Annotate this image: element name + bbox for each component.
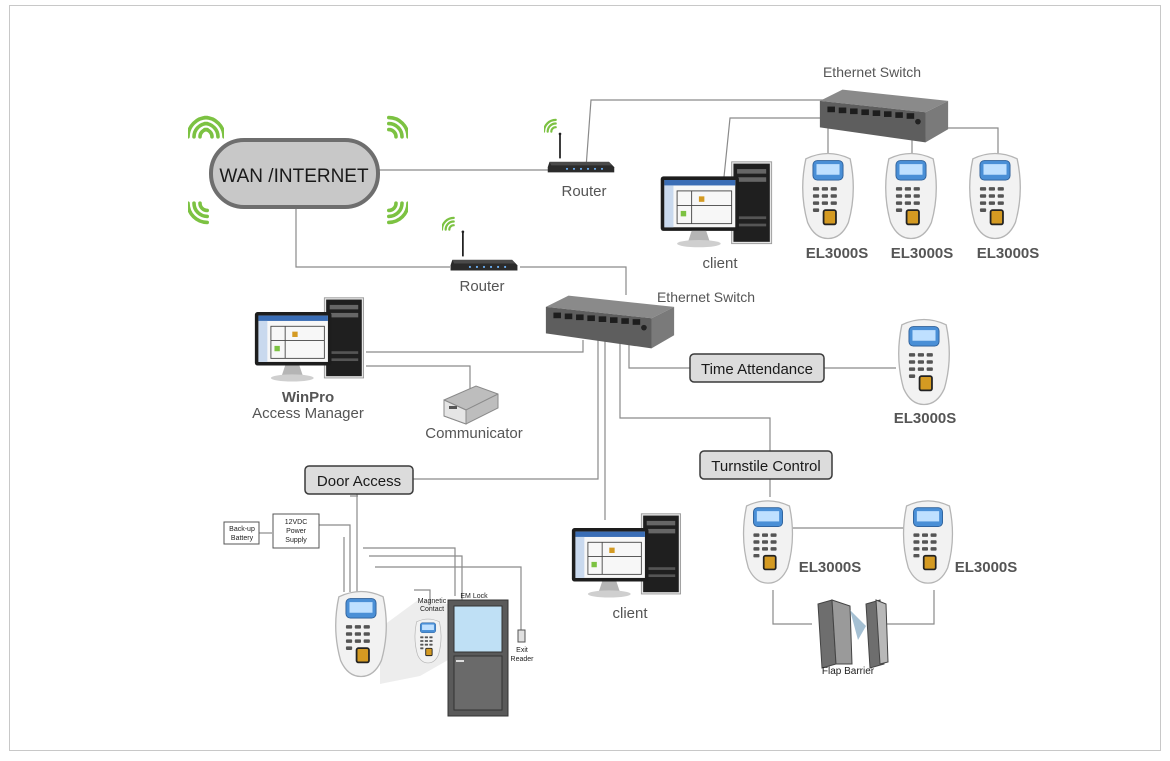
switch-top-label: Ethernet Switch xyxy=(823,64,921,80)
magnetic-line2: Contact xyxy=(420,606,444,613)
power-supply-box xyxy=(272,513,320,549)
client-bottom-label: client xyxy=(612,605,648,622)
router-mid-icon xyxy=(449,230,519,272)
terminal-top2-label: EL3000S xyxy=(891,245,954,262)
client-top-label: client xyxy=(702,255,738,272)
communicator-label: Communicator xyxy=(425,425,523,442)
terminal-turnstile-right-label: EL3000S xyxy=(955,559,1018,576)
battery-line1: Back-up xyxy=(229,526,255,533)
exit-line1: Exit xyxy=(516,647,528,654)
diagram-frame xyxy=(9,5,1161,751)
router-top-icon xyxy=(546,132,616,174)
connection-lines xyxy=(259,99,999,630)
terminal-turnstile-left-label: EL3000S xyxy=(799,559,862,576)
client-top-pc-icon xyxy=(660,161,773,248)
terminal-top1-icon xyxy=(801,152,855,240)
exit-line2: Reader xyxy=(511,656,535,663)
door-access-label: Door Access xyxy=(317,473,401,490)
turnstile-control-box xyxy=(699,450,833,480)
exit-reader-device xyxy=(517,629,526,643)
ethernet-switch-mid-icon xyxy=(545,295,675,349)
router-top-wifi-icon xyxy=(544,118,557,133)
psu-line2: Power xyxy=(286,528,307,535)
terminal-door-icon xyxy=(334,590,388,678)
battery-line2: Battery xyxy=(231,535,254,542)
time-attendance-label: Time Attendance xyxy=(701,361,813,378)
flap-barrier-label: Flap Barrier xyxy=(822,666,875,677)
terminal-top3-label: EL3000S xyxy=(977,245,1040,262)
magnetic-line1: Magnetic xyxy=(418,598,447,605)
time-attendance-box xyxy=(689,353,825,383)
wan-internet-label: WAN /INTERNET xyxy=(219,166,369,187)
communicator-device-icon xyxy=(443,385,499,425)
door-icon xyxy=(447,599,509,717)
terminal-top1-label: EL3000S xyxy=(806,245,869,262)
door-access-box xyxy=(304,465,414,495)
terminal-top2-icon xyxy=(884,152,938,240)
terminal-time-attendance-label: EL3000S xyxy=(894,410,957,427)
ethernet-switch-top-icon xyxy=(819,89,949,143)
winpro-title: WinPro xyxy=(282,389,334,406)
terminal-time-attendance-icon xyxy=(897,318,951,406)
router-mid-wifi-icon xyxy=(442,216,455,231)
turnstile-control-label: Turnstile Control xyxy=(711,458,820,475)
psu-line1: 12VDC xyxy=(285,519,308,526)
terminal-turnstile-left-icon xyxy=(742,499,794,585)
router-mid-label: Router xyxy=(459,278,504,295)
winpro-subtitle: Access Manager xyxy=(252,405,364,422)
router-top-label: Router xyxy=(561,183,606,200)
backup-battery-box xyxy=(223,521,260,545)
terminal-door-rear-icon xyxy=(414,618,442,664)
flap-barrier-icon xyxy=(817,599,889,669)
winpro-pc-icon xyxy=(254,297,365,383)
switch-mid-label: Ethernet Switch xyxy=(657,289,755,305)
wan-internet-cloud xyxy=(209,138,380,209)
client-bottom-pc-icon xyxy=(571,513,682,599)
em-lock-label: EM Lock xyxy=(460,593,488,600)
terminal-turnstile-right-icon xyxy=(902,499,954,585)
terminal-top3-icon xyxy=(968,152,1022,240)
psu-line3: Supply xyxy=(285,537,307,544)
